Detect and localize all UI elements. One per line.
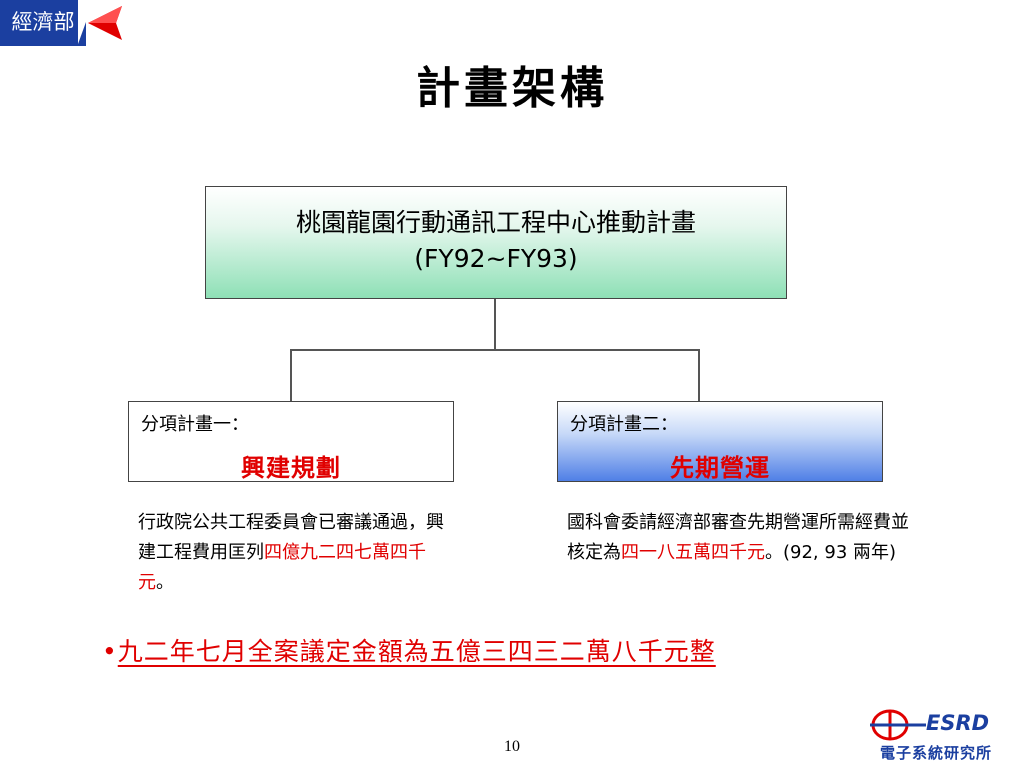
sub-plan-one-label: 分項計畫一： [141, 414, 249, 435]
page-number: 10 [504, 738, 520, 755]
summary-text: 九二年七月全案議定金額為五億三四三二萬八千元整 [117, 637, 716, 666]
sub-plan-one-budget: 四億九二四七萬四千元 [138, 542, 426, 593]
sub-plan-two-box: 分項計畫二： 先期營運 [557, 401, 883, 482]
connector-trunk [494, 299, 496, 350]
sub-plan-two-budget: 四一八五萬四千元 [621, 542, 765, 563]
esrd-logo: ESRD 電子系統研究所 [868, 708, 1018, 766]
sub-plan-two-label: 分項計畫二： [570, 414, 678, 435]
page-title: 計畫架構 [416, 63, 608, 114]
sub-plan-one-name: 興建規劃 [241, 453, 341, 482]
sub-plan-two-desc-note: (92, 93 兩年) [783, 542, 897, 563]
ministry-tag: 經濟部 [0, 0, 86, 46]
esrd-emblem-icon [870, 709, 926, 741]
sub-plan-two-desc-end: 。 [765, 542, 783, 563]
sub-plan-one-desc-end: 。 [156, 572, 174, 593]
sub-plan-two-description: 國科會委請經濟部審查先期營運所需經費並核定為四一八五萬四千元。(92, 93 兩… [567, 508, 917, 568]
org-name: 電子系統研究所 [880, 744, 993, 762]
main-plan-period: (FY92~FY93) [414, 244, 578, 273]
red-arrow-icon [78, 0, 122, 44]
sub-plan-one-description: 行政院公共工程委員會已審議通過，興建工程費用匡列四億九二四七萬四千元。 [138, 508, 458, 598]
connector-horizontal [290, 349, 700, 351]
sub-plan-one-desc-text: 行政院公共工程委員會已審議通過，興建工程費用匡列 [138, 512, 444, 563]
connector-right-branch [698, 349, 700, 401]
main-plan-box: 桃園龍園行動通訊工程中心推動計畫 (FY92~FY93) [205, 186, 787, 299]
summary-statement: •九二年七月全案議定金額為五億三四三二萬八千元整 [102, 632, 716, 668]
sub-plan-two-name: 先期營運 [670, 453, 770, 482]
sub-plan-one-box: 分項計畫一： 興建規劃 [128, 401, 454, 482]
connector-left-branch [290, 349, 292, 401]
sub-plan-two-desc-text: 國科會委請經濟部審查先期營運所需經費並核定為 [567, 512, 909, 563]
esrd-wordmark: ESRD [926, 711, 990, 735]
main-plan-name: 桃園龍園行動通訊工程中心推動計畫 [295, 208, 696, 237]
ministry-logo: 經濟部 [0, 0, 128, 46]
summary-bullet: • [102, 637, 118, 666]
